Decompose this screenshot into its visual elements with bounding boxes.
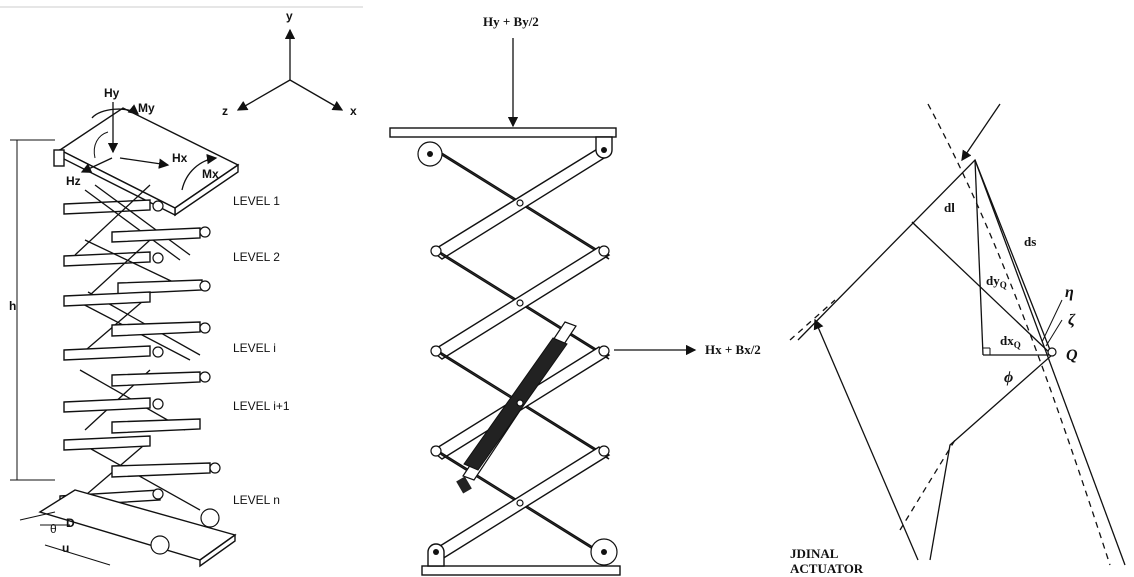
tangent-line — [974, 159, 1126, 566]
my-arrow — [91, 104, 140, 119]
dashed-curve — [927, 103, 1111, 566]
phi-label: ϕ — [1004, 369, 1013, 386]
theta-label: θ — [50, 522, 57, 536]
dashed-line-left — [789, 299, 836, 341]
level-labels: LEVEL 1 LEVEL 2 LEVEL i LEVEL i+1 LEVEL … — [233, 194, 290, 507]
ds-label: ds — [1024, 234, 1036, 249]
force-arrow — [961, 103, 1001, 162]
bottom-hinge — [427, 543, 445, 567]
dy-line — [974, 159, 984, 356]
u-label: u — [62, 541, 69, 555]
base-wheel-right — [200, 508, 220, 528]
mx-arrow — [181, 153, 218, 191]
zeta-leader — [1045, 319, 1063, 347]
hydraulic-actuator — [456, 321, 577, 494]
dyq-label: dyQ — [986, 273, 1007, 290]
level-i1-arms — [63, 369, 211, 434]
base-wheel-front — [150, 535, 170, 555]
x-axis — [289, 79, 344, 111]
side-load-label: Hx + Bx/2 — [705, 342, 761, 357]
level-1-arms — [63, 184, 211, 261]
panel-a-isometric-lift: y z x h Hy My Hx Hz — [0, 6, 363, 568]
joint-pins — [430, 199, 610, 507]
actuator-label-line1: JDINAL — [790, 546, 839, 561]
dashed-line-bottom — [899, 439, 956, 531]
mx-label: Mx — [202, 167, 219, 181]
frame-outline — [797, 158, 1053, 561]
hx-label: Hx — [172, 151, 188, 165]
level-label-i1: LEVEL i+1 — [233, 399, 290, 413]
my-label: My — [138, 101, 155, 115]
y-axis-label: y — [286, 9, 293, 23]
height-label: h — [9, 299, 16, 313]
q-label: Q — [1066, 347, 1078, 364]
bottom-plate — [421, 565, 621, 576]
hz-arrow — [80, 157, 113, 173]
top-load-label: Hy + By/2 — [483, 14, 539, 29]
level-i-arms — [63, 291, 211, 361]
base-platform: D θ u — [19, 489, 237, 568]
x-axis-label: x — [350, 104, 357, 118]
top-hinge — [53, 149, 65, 167]
actuator-label-line2: ACTUATOR — [790, 561, 864, 576]
hx-arrow — [119, 157, 170, 169]
z-axis-label: z — [222, 104, 228, 118]
eta-leader — [1041, 299, 1063, 343]
dl-label: dl — [944, 200, 955, 215]
top-plate — [389, 127, 617, 138]
panel-c-geometry-detail: dl ds dyQ dxQ η ζ Q ϕ JDINAL ACTUATOR — [789, 103, 1126, 576]
dxq-label: dxQ — [1000, 333, 1021, 350]
level-label-n: LEVEL n — [233, 493, 280, 507]
zeta-label: ζ — [1068, 312, 1076, 329]
platform-loads: Hy My Hx Hz Mx — [66, 86, 219, 191]
scissor-arms — [430, 146, 611, 560]
hz-label: Hz — [66, 174, 81, 188]
eta-label: η — [1065, 284, 1074, 301]
isometric-scissor-stack — [59, 184, 221, 511]
hy-label: Hy — [104, 86, 120, 100]
level-2-arms — [63, 239, 211, 296]
dl-line — [911, 221, 1053, 356]
coordinate-axes: y z x — [222, 9, 357, 118]
level-label-i: LEVEL i — [233, 341, 276, 355]
d-label: D — [66, 516, 75, 530]
actuator-arrow — [813, 318, 919, 561]
z-axis — [236, 79, 291, 111]
point-q — [1047, 347, 1057, 357]
level-label-2: LEVEL 2 — [233, 250, 280, 264]
level-label-1: LEVEL 1 — [233, 194, 280, 208]
panel-b-front-view: Hy + By/2 — [389, 14, 761, 576]
height-dimension: h — [9, 139, 55, 481]
